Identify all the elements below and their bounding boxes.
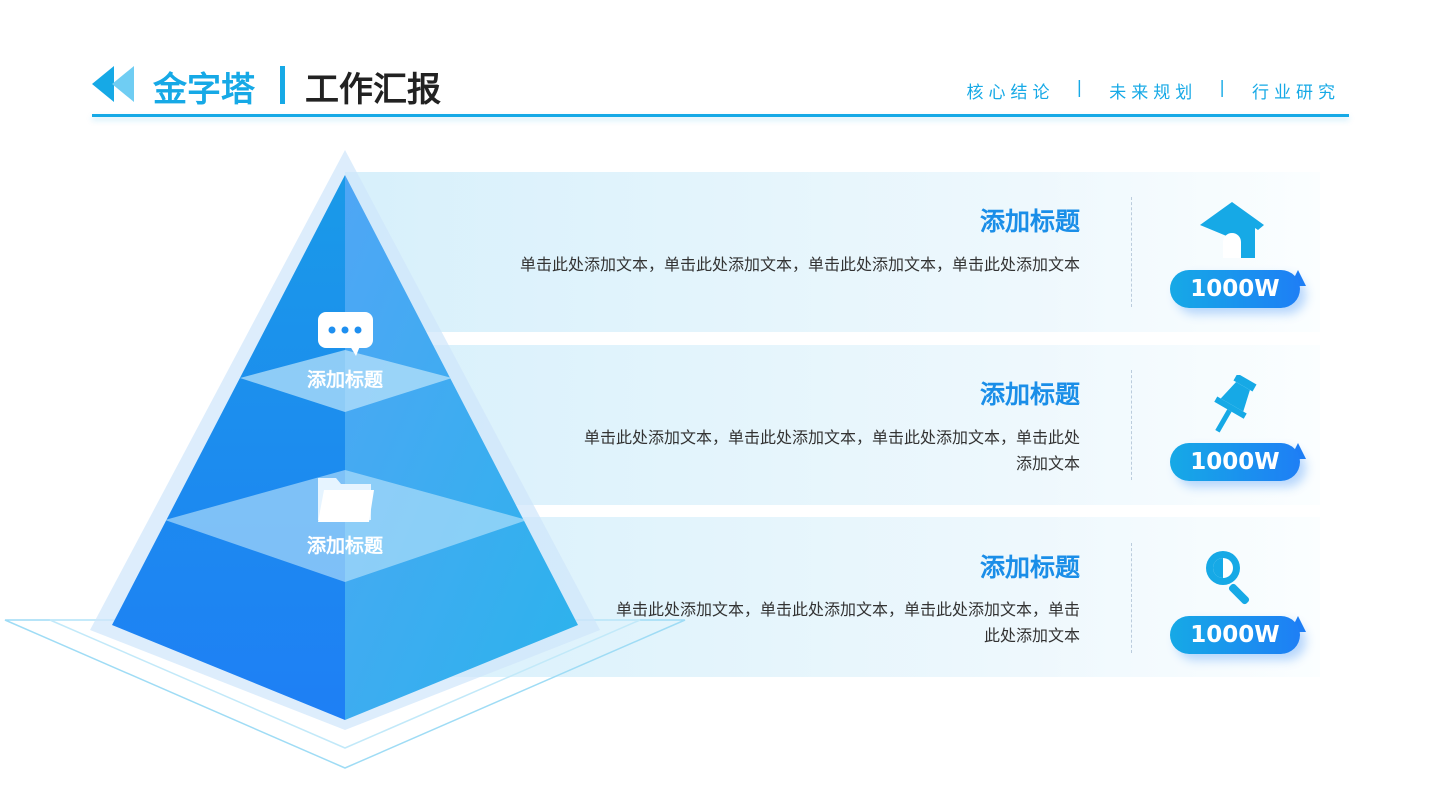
row-title: 添加标题 xyxy=(979,380,1080,409)
title-divider xyxy=(280,66,285,104)
divider xyxy=(1131,543,1132,653)
nav-separator: | xyxy=(1076,78,1088,98)
nav-separator: | xyxy=(1219,78,1230,98)
pushpin-icon xyxy=(1214,375,1257,433)
search-icon xyxy=(1206,551,1250,605)
back-icon xyxy=(92,66,134,102)
value-badge: 1000W xyxy=(1170,443,1300,481)
row-title: 添加标题 xyxy=(979,207,1080,236)
row-text: 单击此处添加文本，单击此处添加文本，单击此处添加文本，单击此处添加文本 xyxy=(519,255,1080,274)
home-icon xyxy=(1200,202,1264,258)
title-main: 金字塔 xyxy=(153,70,255,110)
row-title: 添加标题 xyxy=(979,553,1080,582)
nav-industry-research[interactable]: 行业研究 xyxy=(1252,83,1340,103)
nav-core-conclusion[interactable]: 核心结论 xyxy=(966,83,1055,103)
pyramid-layer-label: 添加标题 xyxy=(306,535,383,557)
value-badge: 1000W xyxy=(1170,270,1300,308)
divider xyxy=(1131,197,1132,307)
nav-future-plan[interactable]: 未来规划 xyxy=(1109,83,1198,103)
header-nav: 核心结论 | 未来规划 | 行业研究 xyxy=(967,78,1340,103)
row-text: 单击此处添加文本，单击此处添加文本，单击此处添加文本，单击此处添加文本 xyxy=(583,428,1080,473)
divider xyxy=(1131,370,1132,480)
pyramid xyxy=(4,150,686,769)
title-sub: 工作汇报 xyxy=(305,70,441,110)
row-text: 单击此处添加文本，单击此处添加文本，单击此处添加文本，单击此处添加文本 xyxy=(615,600,1080,645)
folder-icon xyxy=(318,478,374,522)
value-badge: 1000W xyxy=(1170,616,1300,654)
row-band xyxy=(345,172,1320,332)
chat-bubble-icon xyxy=(318,312,373,356)
pyramid-layer-label: 添加标题 xyxy=(306,369,383,391)
header-rule xyxy=(92,114,1349,117)
